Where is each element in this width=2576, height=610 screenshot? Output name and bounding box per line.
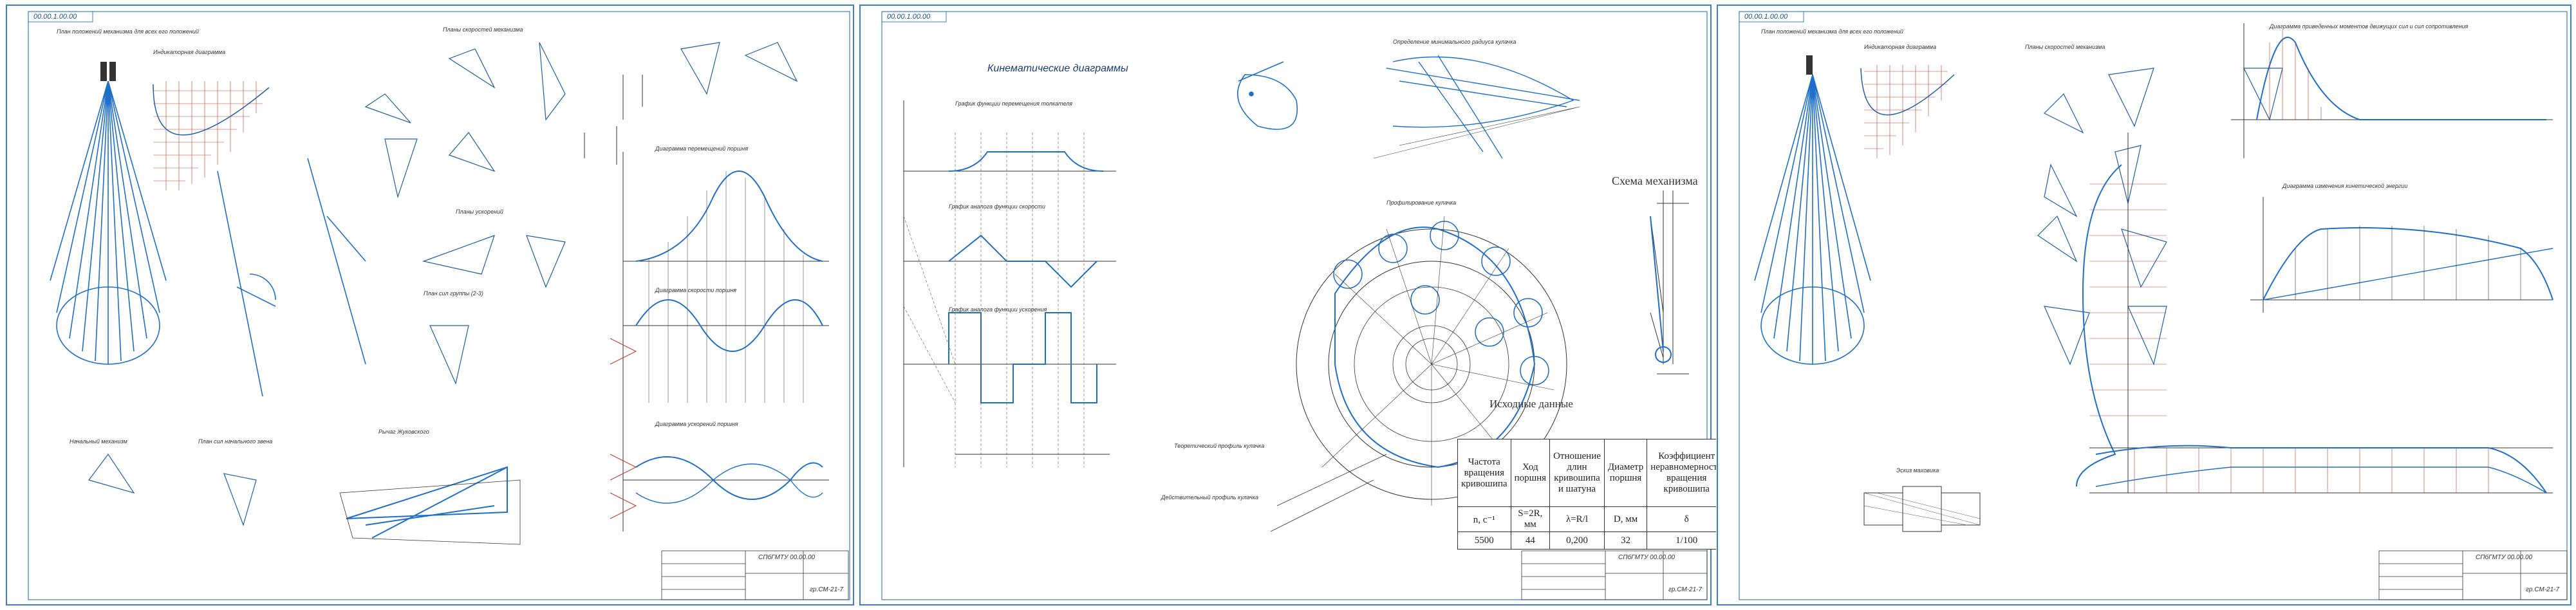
- caption-zhukovsky-lever: Рычаг Жуковского: [378, 429, 429, 435]
- drawing-sheet-2: 00.00.1.00.00 Кинематические диаграммы Г…: [859, 4, 1727, 606]
- caption-initial-link-forces: План сил начального звена: [198, 438, 273, 445]
- value-nonuniformity: 1/100: [1647, 531, 1727, 550]
- indicator-grid-3: [1864, 65, 1948, 158]
- header-length-ratio: Отношение длин кривошипа и шатуна: [1549, 439, 1605, 507]
- kinetic-energy-diagram: [2250, 197, 2553, 313]
- header-piston-stroke: Ход поршня: [1510, 439, 1551, 507]
- caption-velocity-analog: График аналога функции скорости: [949, 203, 1046, 210]
- diagram-title: Кинематические диаграммы: [987, 63, 1128, 74]
- caption-initial-mechanism: Начальный механизм: [70, 438, 127, 445]
- value-crank-speed: 5500: [1457, 531, 1511, 550]
- cam-sketch: [1237, 61, 1298, 130]
- title-block-2: [1521, 550, 1708, 600]
- header-piston-diameter: Диаметр поршня: [1603, 439, 1648, 507]
- stamp-code: СПбГМТУ 00.00.00: [1618, 554, 1675, 561]
- flywheel-sketch: [1863, 486, 1981, 532]
- params-value-row: 5500 44 0,200 32 1/100: [1457, 531, 1727, 550]
- caption-position-plan-3: План положений механизма для всех его по…: [1761, 28, 1903, 35]
- caption-kinetic-energy: Диаграмма изменения кинетической энергии: [2282, 183, 2408, 189]
- caption-theoretical-profile: Теоретический профиль кулачка: [1174, 443, 1265, 449]
- lower-diagram: [2089, 445, 2553, 494]
- stamp-org: гр.СМ-21-7: [2526, 586, 2560, 593]
- caption-min-radius: Определение минимального радиуса кулачка: [1393, 39, 1517, 45]
- linkage-sketches: [217, 158, 366, 397]
- sheet-1-graphics: [6, 5, 854, 605]
- energy-mass-diagram: [2076, 133, 2167, 493]
- indicator-diagram-grid: [153, 81, 263, 190]
- scheme-title: Схема механизма: [1612, 174, 1698, 187]
- caption-acceleration: Диаграмма ускорений поршня: [655, 421, 738, 427]
- vector-lines: [584, 75, 643, 165]
- value-piston-diameter: 32: [1603, 531, 1648, 550]
- reduced-moment-diagram: [2231, 23, 2553, 158]
- params-symbol-row: n, c⁻¹ S=2R, мм λ=R/l D, мм δ: [1457, 506, 1727, 532]
- velocity-plans-3: [2037, 68, 2283, 365]
- caption-position-plan: План положений механизма для всех его по…: [57, 28, 199, 35]
- frame-code: 00.00.1.00.00: [1744, 13, 1788, 21]
- header-crank-speed: Частота вращения кривошипа: [1457, 439, 1511, 507]
- title-block: [661, 550, 849, 600]
- piston-displacement-diagram: [622, 152, 829, 403]
- caption-actual-profile: Действительный профиль кулачка: [1161, 494, 1258, 501]
- caption-velocity-plans: Планы скоростей механизма: [443, 26, 523, 33]
- piston-velocity-diagram: [610, 281, 829, 531]
- sheet-3-graphics: [1717, 5, 2571, 605]
- caption-force-group: План сил группы (2-3): [424, 290, 483, 297]
- input-parameters-table: Частота вращения кривошипа Ход поршня От…: [1457, 439, 1727, 550]
- stamp-org: гр.СМ-21-7: [810, 586, 844, 593]
- min-radius-diagram: [1386, 55, 1580, 159]
- symbol-piston-stroke: S=2R, мм: [1510, 506, 1551, 532]
- header-nonuniformity: Коэффициент неравномерности вращения кри…: [1647, 439, 1727, 507]
- caption-cam-profiling: Профилирование кулачка: [1386, 199, 1457, 206]
- caption-acceleration-analog: График аналога функции ускорения: [949, 306, 1047, 313]
- frame-code: 00.00.1.00.00: [33, 13, 77, 21]
- caption-indicator-diagram-3: Индикаторная диаграмма: [1864, 44, 1937, 50]
- caption-flywheel-sketch: Эскиз маховика: [1896, 467, 1939, 474]
- caption-displacement-graph: График функции перемещения толкателя: [955, 100, 1073, 107]
- caption-reduced-moments: Диаграмма приведенных моментов движущих …: [2270, 23, 2469, 30]
- frame-code: 00.00.1.00.00: [887, 13, 931, 21]
- caption-indicator-diagram: Индикаторная диаграмма: [153, 49, 226, 55]
- mechanism-position-fan: [50, 80, 167, 365]
- caption-velocity-plans-3: Планы скоростей механизма: [2025, 44, 2105, 50]
- zhukovsky-lever: [346, 466, 508, 539]
- caption-acceleration-plans: Планы ускорений: [456, 208, 503, 215]
- stamp-code: СПбГМТУ 00.00.00: [758, 554, 816, 561]
- symbol-crank-speed: n, c⁻¹: [1457, 506, 1511, 532]
- mechanism-position-fan-3: [1754, 74, 1871, 365]
- stamp-code: СПбГМТУ 00.00.00: [2476, 554, 2533, 561]
- sheet-2-graphics: [859, 5, 1712, 605]
- params-header-row: Частота вращения кривошипа Ход поршня От…: [1457, 439, 1727, 507]
- kinematic-diagrams: [903, 100, 1116, 467]
- value-piston-stroke: 44: [1510, 531, 1551, 550]
- cam-profiling: [1296, 216, 1567, 506]
- title-block-3: [2378, 550, 2568, 600]
- value-length-ratio: 0,200: [1549, 531, 1605, 550]
- stamp-org: гр.СМ-21-7: [1668, 586, 1703, 593]
- drawing-sheet-3: 00.00.1.00.00 План положений механизма д…: [1716, 4, 2572, 606]
- symbol-nonuniformity: δ: [1647, 506, 1727, 532]
- symbol-length-ratio: λ=R/l: [1549, 506, 1605, 532]
- symbol-piston-diameter: D, мм: [1603, 506, 1648, 532]
- piston-acceleration-diagram: [610, 454, 829, 519]
- drawing-sheet-1: 00.00.1.00.00 План положений механизма д…: [5, 4, 855, 606]
- caption-velocity: Диаграмма скорости поршня: [655, 287, 737, 293]
- velocity-plans: [88, 42, 798, 526]
- input-data-title: Исходные данные: [1489, 398, 1573, 410]
- caption-displacement: Диаграмма перемещений поршня: [655, 145, 749, 152]
- displacement-curve: [948, 151, 1104, 403]
